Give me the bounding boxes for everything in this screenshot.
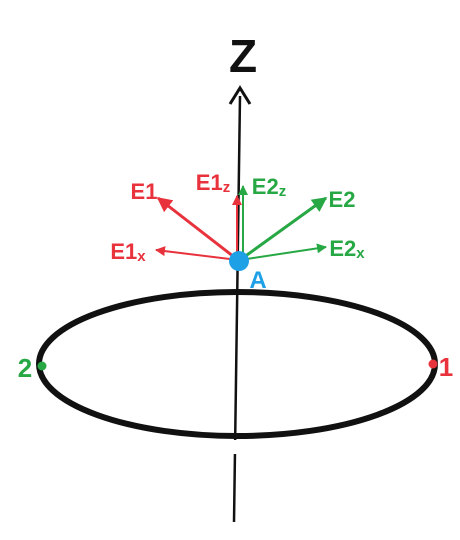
- e2x-label: E2x: [329, 236, 365, 262]
- charge-2-label: 2: [18, 353, 32, 383]
- point-a-label: A: [249, 267, 266, 294]
- z-axis-label: Z: [229, 30, 257, 82]
- charge-1-label: 1: [439, 352, 453, 382]
- charge-1-point: [428, 359, 438, 369]
- e1z-label-base: E1: [196, 170, 223, 195]
- point-a: [229, 251, 249, 271]
- e1-vector: [156, 196, 239, 262]
- e1x-label-sub: x: [137, 248, 146, 265]
- e1z-label-sub: z: [223, 179, 231, 196]
- e2z-label: E2z: [252, 174, 286, 200]
- e1x-label-base: E1: [110, 239, 137, 264]
- e1x-label: E1x: [110, 239, 146, 265]
- e2-label: E2: [329, 187, 356, 212]
- e2x-label-base: E2: [329, 236, 356, 261]
- e2z-label-sub: z: [279, 183, 287, 200]
- z-axis-line: [232, 95, 242, 523]
- charge-2-point: [37, 361, 47, 371]
- axis-gap: [228, 440, 244, 454]
- e1-label: E1: [131, 179, 158, 204]
- e2x-vector: [239, 243, 327, 261]
- e1x-vector: [155, 246, 239, 261]
- e2z-label-base: E2: [252, 174, 279, 199]
- e1z-label: E1z: [196, 170, 230, 196]
- z-axis-arrowhead: [228, 85, 252, 105]
- e2-vector: [239, 196, 328, 262]
- e2x-label-sub: x: [356, 245, 365, 262]
